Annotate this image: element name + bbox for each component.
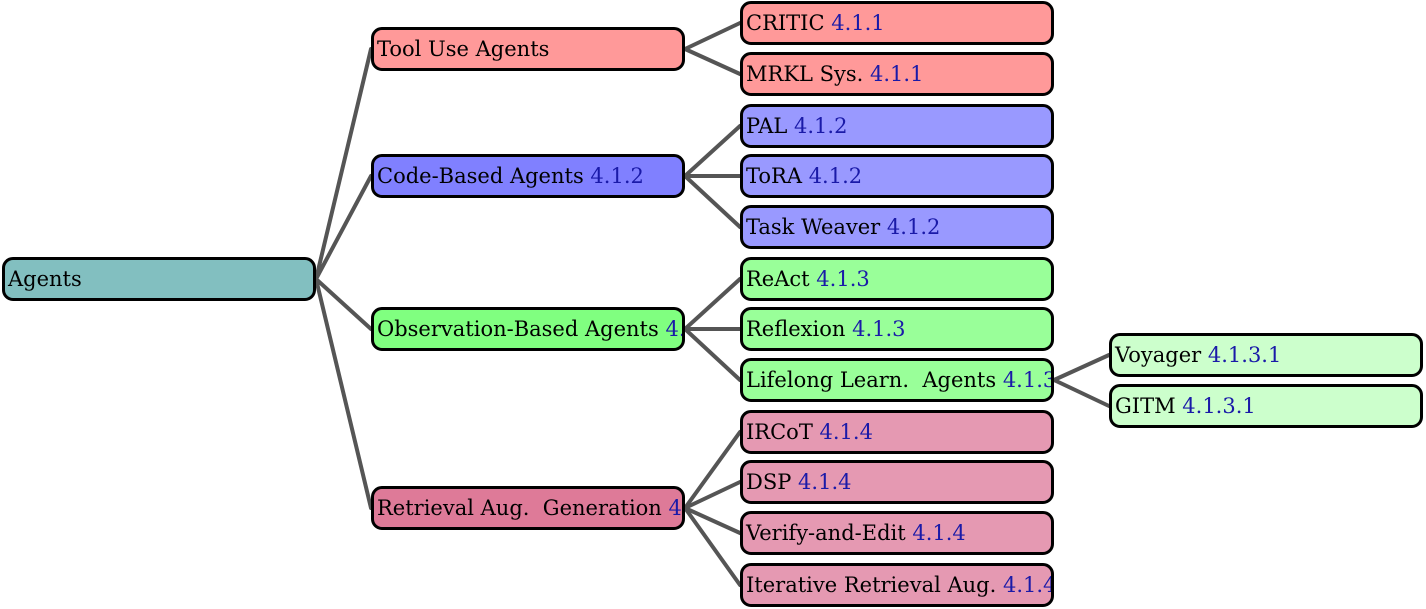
node-label: Voyager [1115,343,1202,367]
node-observation-based-agents: Observation-Based Agents 4.1.3 [371,307,685,351]
node-reflexion: Reflexion 4.1.3 [740,307,1054,351]
edge-n-root-to-n-b0 [314,47,373,281]
edge-n-b1-to-n-b1-l2 [683,174,742,229]
section-ref: 4.1.3 [665,317,685,341]
edge-n-b3-to-n-b3-l0 [683,430,742,510]
node-tool-use-agents: Tool Use Agents [371,27,685,71]
edge-n-b0-to-n-b0-l1 [683,47,742,76]
node-task-weaver: Task Weaver 4.1.2 [740,205,1054,249]
node-label: Tool Use Agents [377,37,550,61]
section-ref: 4.1.3 [852,317,906,341]
edge-n-b2-l2-to-n-b2-l2-c1 [1052,378,1111,408]
node-label: Verify-and-Edit [746,521,906,545]
edge-n-root-to-n-b3 [314,277,373,510]
section-ref: 4.1.1 [870,62,924,86]
node-pal: PAL 4.1.2 [740,104,1054,148]
edge-n-b2-to-n-b2-l2 [683,327,742,382]
section-ref: 4.1.4 [798,470,852,494]
node-critic: CRITIC 4.1.1 [740,1,1054,45]
node-label: ToRA [746,164,802,188]
node-lifelong-learn-agents: Lifelong Learn. Agents 4.1.3.1 [740,358,1054,402]
section-ref: 4.1.2 [590,164,644,188]
node-code-based-agents: Code-Based Agents 4.1.2 [371,154,685,198]
node-label: GITM [1115,394,1176,418]
node-label: CRITIC [746,11,825,35]
node-retrieval-aug-generation: Retrieval Aug. Generation 4.1.4 [371,486,685,530]
node-label: Reflexion [746,317,846,341]
section-ref: 4.1.4 [912,521,966,545]
section-ref: 4.1.1 [831,11,885,35]
node-react: ReAct 4.1.3 [740,257,1054,301]
section-ref: 4.1.2 [886,215,941,239]
node-label: Code-Based Agents [377,164,584,188]
edge-n-b3-to-n-b3-l2 [683,506,742,535]
node-label: MRKL Sys. [746,62,864,86]
node-tora: ToRA 4.1.2 [740,154,1054,198]
edge-n-root-to-n-b2 [314,277,373,331]
node-label: Lifelong Learn. Agents [746,368,997,392]
node-label: Agents [8,267,82,291]
node-label: Iterative Retrieval Aug. [746,573,997,597]
node-verify-and-edit: Verify-and-Edit 4.1.4 [740,511,1054,555]
section-ref: 4.1.3 [816,267,870,291]
edge-n-b0-to-n-b0-l0 [683,21,742,51]
edge-n-b3-to-n-b3-l1 [683,480,742,510]
section-ref: 4.1.4 [819,420,873,444]
node-dsp: DSP 4.1.4 [740,460,1054,504]
edge-n-b2-l2-to-n-b2-l2-c0 [1052,353,1111,382]
node-agents: Agents [2,257,316,301]
node-label: Retrieval Aug. Generation [377,496,662,520]
section-ref: 4.1.4 [668,496,682,520]
section-ref: 4.1.2 [794,114,848,138]
node-voyager: Voyager 4.1.3.1 [1109,333,1423,377]
node-iterative-retrieval-aug: Iterative Retrieval Aug. 4.1.4 [740,563,1054,607]
node-label: ReAct [746,267,810,291]
section-ref: 4.1.3.1 [1002,368,1051,392]
node-gitm: GITM 4.1.3.1 [1109,384,1423,428]
edge-n-b1-to-n-b1-l0 [683,124,742,178]
edge-n-b2-to-n-b2-l0 [683,277,742,331]
node-label: PAL [746,114,788,138]
edge-n-root-to-n-b1 [314,174,373,281]
node-mrkl-sys: MRKL Sys. 4.1.1 [740,52,1054,96]
node-label: Task Weaver [746,215,881,239]
node-ircot: IRCoT 4.1.4 [740,410,1054,454]
node-label: IRCoT [746,420,813,444]
section-ref: 4.1.3.1 [1182,394,1256,418]
node-label: Observation-Based Agents [377,317,659,341]
node-label: DSP [746,470,792,494]
section-ref: 4.1.3.1 [1207,343,1282,367]
section-ref: 4.1.2 [808,164,863,188]
edge-n-b3-to-n-b3-l3 [683,506,742,587]
section-ref: 4.1.4 [1002,573,1054,597]
